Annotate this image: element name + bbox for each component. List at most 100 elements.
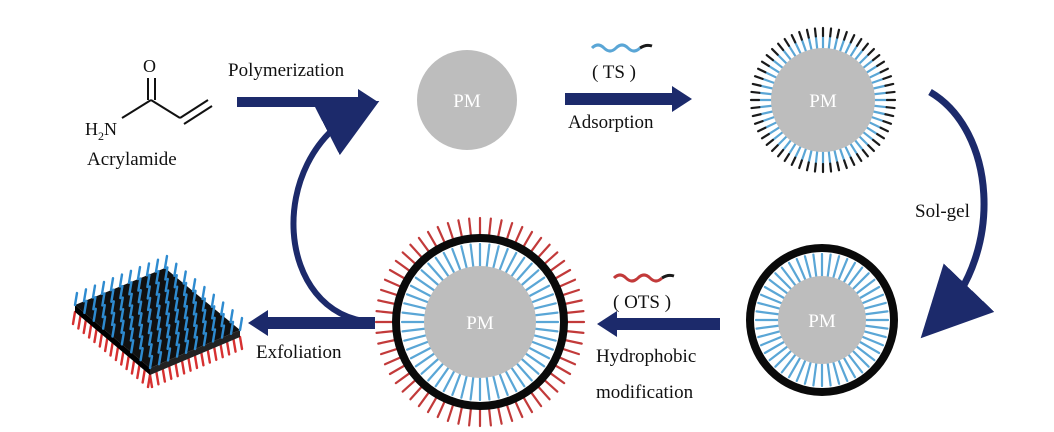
sheet-ots-brushes (71, 310, 244, 389)
brush-chain (401, 311, 426, 317)
adsorption-arrow (565, 86, 692, 112)
brush-chain (183, 293, 188, 308)
brush-chain (219, 343, 224, 359)
brush-chain (505, 402, 514, 423)
brush-chain (175, 343, 181, 358)
brush-chain (114, 346, 120, 362)
brush-chain (165, 300, 170, 316)
brush-chain (487, 406, 492, 427)
brush-chain (798, 159, 803, 170)
pm-label-2: PM (809, 91, 837, 112)
brush-chain (750, 106, 761, 110)
brush-chain (206, 349, 212, 364)
brush-chain (434, 256, 450, 278)
brush-chain (375, 310, 396, 315)
brush-chain (147, 308, 152, 323)
ots-chain-icon (612, 273, 664, 283)
brush-chain (855, 345, 876, 362)
brush-chain (460, 245, 468, 269)
brush-chain (838, 146, 846, 162)
brush-chain (213, 346, 218, 362)
brush-chain (842, 357, 857, 379)
brush-chain (758, 91, 775, 96)
brush-chain (852, 272, 870, 290)
brush-chain (434, 366, 450, 388)
brush-chain (156, 316, 162, 331)
brush-chain (876, 60, 886, 68)
brush-chain (553, 268, 572, 281)
brush-chain (401, 378, 418, 393)
ts-reagent-label: ( TS ) (592, 62, 636, 83)
brush-chain (451, 373, 462, 397)
brush-chain (857, 53, 870, 66)
brush-chain (853, 137, 865, 152)
brush-chain (805, 161, 810, 172)
pm-label-1: PM (453, 91, 481, 112)
atom-o: O (143, 56, 156, 76)
brush-chain (787, 357, 802, 379)
brush-chain (193, 335, 199, 351)
brush-chain (849, 34, 856, 44)
brush-chain (521, 230, 534, 249)
brush-chain (92, 307, 97, 322)
brush-chain (564, 310, 585, 315)
brush-chain (849, 156, 856, 166)
exfoliation-label: Exfoliation (256, 342, 342, 363)
brush-chain (174, 362, 179, 378)
brush-chain (510, 256, 526, 278)
brush-chain (531, 340, 555, 351)
brush-chain (864, 125, 879, 136)
nanosheet (71, 254, 244, 389)
brush-chain (768, 278, 789, 295)
brush-chain (93, 328, 98, 344)
brush-chain (164, 266, 169, 281)
brush-chain (510, 366, 526, 388)
brush-chain (843, 159, 848, 170)
brush-chain (884, 82, 895, 87)
brush-chain (155, 281, 160, 296)
brush-chain (377, 299, 397, 306)
brush-chain (560, 288, 581, 297)
brush-chain (165, 312, 171, 327)
brush-chain (120, 319, 125, 334)
brush-chain (468, 406, 473, 427)
brush-chain (829, 27, 833, 38)
brush-chain (166, 335, 171, 350)
brush-chain (863, 301, 887, 310)
pm-particle-bare: PM (417, 50, 517, 150)
brush-chain (148, 343, 153, 358)
pm-particle-shell: PM (746, 244, 898, 396)
brush-chain (229, 309, 234, 324)
brush-chain (838, 38, 846, 54)
brush-chain (417, 390, 431, 408)
brush-chain (492, 375, 500, 399)
exfoliation-arrow (248, 310, 375, 336)
ts-brush-inner-layer-2 (400, 242, 560, 402)
brush-chain (774, 272, 792, 290)
brush-chain (516, 262, 533, 282)
brush-chain (780, 266, 797, 287)
brush-chain (757, 301, 781, 310)
brush-chain (761, 115, 777, 123)
brush-chain (375, 329, 396, 334)
brush-chain (864, 64, 879, 75)
brush-chain (111, 323, 116, 338)
brush-chain (755, 310, 780, 316)
brush-chain (751, 82, 762, 87)
brush-chain (457, 405, 464, 425)
ts-chain-tip-icon (639, 43, 653, 50)
brush-chain (388, 363, 407, 376)
brush-chain (755, 324, 780, 330)
brush-chain (128, 281, 133, 296)
brush-chain (827, 35, 832, 52)
brush-chain (109, 277, 115, 292)
brush-chain (781, 48, 793, 63)
brush-chain (871, 138, 881, 146)
brush-chain (504, 251, 518, 274)
brush-chain (238, 316, 244, 332)
brush-chain (156, 304, 161, 319)
pm-particle-ts: PM (749, 26, 897, 174)
brush-chain (861, 335, 885, 347)
brush-chain (524, 276, 546, 292)
brush-chain (832, 255, 841, 279)
